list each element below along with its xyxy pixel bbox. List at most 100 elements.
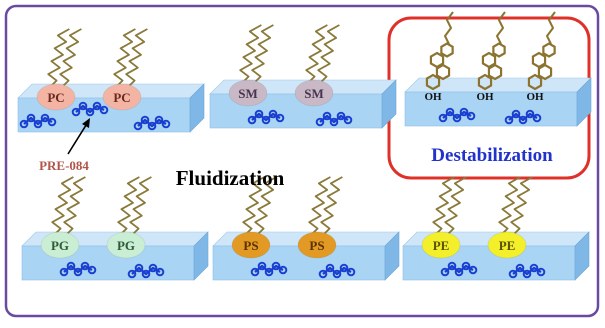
lipid-headgroup: PS [297, 231, 337, 259]
pre-084-molecule [71, 101, 109, 117]
molecule-ring [19, 119, 29, 129]
destabilization-label: Destabilization [431, 145, 553, 166]
molecule-ring [134, 263, 144, 273]
hydroxyl-label: OH [476, 91, 494, 103]
lipid-tail [498, 176, 521, 236]
lipid-headgroup: PG [106, 231, 146, 259]
molecule-ring [336, 111, 346, 121]
pre-084-molecule [318, 263, 356, 279]
cholesterol-tail [496, 11, 506, 45]
molecule-ring [257, 261, 267, 271]
molecule-ring [275, 113, 285, 123]
lipid-tail [444, 176, 467, 236]
lipid-headgroup: PS [231, 231, 271, 259]
steroid-ring [481, 51, 497, 69]
cholesterol-tail [444, 11, 454, 45]
headgroup-label: PC [113, 90, 130, 105]
arrow-head [82, 118, 90, 128]
lipid-tail [125, 28, 148, 88]
molecule-ring [87, 265, 97, 275]
molecule-ring [147, 121, 157, 131]
molecule-ring [452, 113, 462, 123]
molecule-ring [71, 107, 81, 117]
membrane-side-face [193, 231, 209, 281]
lipid-tail [129, 176, 152, 236]
panel-cholesterol: OH OH OH [404, 11, 592, 127]
molecule-ring [339, 263, 349, 273]
pre-084-molecule [440, 261, 478, 277]
molecule-ring [254, 109, 264, 119]
headgroup-label: PG [117, 238, 135, 253]
molecule-ring [466, 111, 476, 121]
lipid-tail [59, 28, 82, 88]
molecule-ring [511, 109, 521, 119]
pre-084-molecule [247, 109, 285, 125]
panel-pg: PG PG [21, 176, 209, 281]
pre-084-molecule [315, 111, 353, 127]
molecule-ring [346, 267, 356, 277]
headgroup-ellipse [231, 231, 271, 259]
molecule-ring [264, 267, 274, 277]
molecule-ring [140, 115, 150, 125]
headgroup-ellipse [40, 231, 80, 259]
headgroup-label: PE [433, 238, 450, 253]
membrane-side-face [574, 231, 590, 281]
molecule-ring [343, 115, 353, 125]
headgroup-ellipse [36, 83, 76, 111]
molecule-ring [461, 261, 471, 271]
lipid-tail [510, 176, 533, 236]
lipid-tail [113, 28, 136, 88]
cholesterol-tail [546, 11, 556, 45]
molecule-ring [40, 113, 50, 123]
molecule-ring [250, 267, 260, 277]
molecule-ring [440, 267, 450, 277]
molecule-ring [73, 267, 83, 277]
steroid-ring [492, 42, 506, 58]
lipid-headgroup: PE [421, 231, 461, 259]
hydroxyl-label: OH [424, 91, 442, 103]
arrow-shaft [67, 121, 89, 155]
pre-084-molecule [438, 107, 476, 123]
molecule-ring [318, 269, 328, 279]
molecule-ring [468, 265, 478, 275]
steroid-ring [542, 42, 556, 58]
headgroup-ellipse [228, 79, 268, 107]
headgroup-ellipse [294, 79, 334, 107]
membrane-side-face [381, 79, 397, 129]
molecule-ring [325, 263, 335, 273]
membrane-front-face [404, 91, 578, 127]
steroid-ring [425, 73, 441, 91]
molecule-ring [92, 101, 102, 111]
molecule-ring [315, 117, 325, 127]
pre-084-molecule [508, 263, 546, 279]
molecule-ring [78, 101, 88, 111]
molecule-ring [148, 263, 158, 273]
molecule-ring [332, 269, 342, 279]
molecule-ring [271, 261, 281, 271]
molecule-ring [47, 117, 57, 127]
molecule-ring [536, 267, 546, 277]
molecule-ring [155, 267, 165, 277]
molecule-ring [141, 269, 151, 279]
pre-084-molecule [504, 109, 542, 125]
molecule-ring [459, 107, 469, 117]
lipid-tail [239, 24, 262, 84]
lipid-tail [63, 176, 86, 236]
lipid-tail [317, 24, 340, 84]
lipid-headgroup: SM [294, 79, 334, 107]
headgroup-ellipse [106, 231, 146, 259]
lipid-tail [308, 176, 331, 236]
membrane-side-face [189, 83, 205, 133]
headgroup-ellipse [421, 231, 461, 259]
headgroup-label: PC [47, 90, 64, 105]
lipid-headgroup: PG [40, 231, 80, 259]
steroid-ring [527, 73, 543, 91]
molecule-ring [66, 261, 76, 271]
molecule-ring [278, 265, 288, 275]
hydroxyl-label: OH [526, 91, 544, 103]
molecule-ring [268, 109, 278, 119]
